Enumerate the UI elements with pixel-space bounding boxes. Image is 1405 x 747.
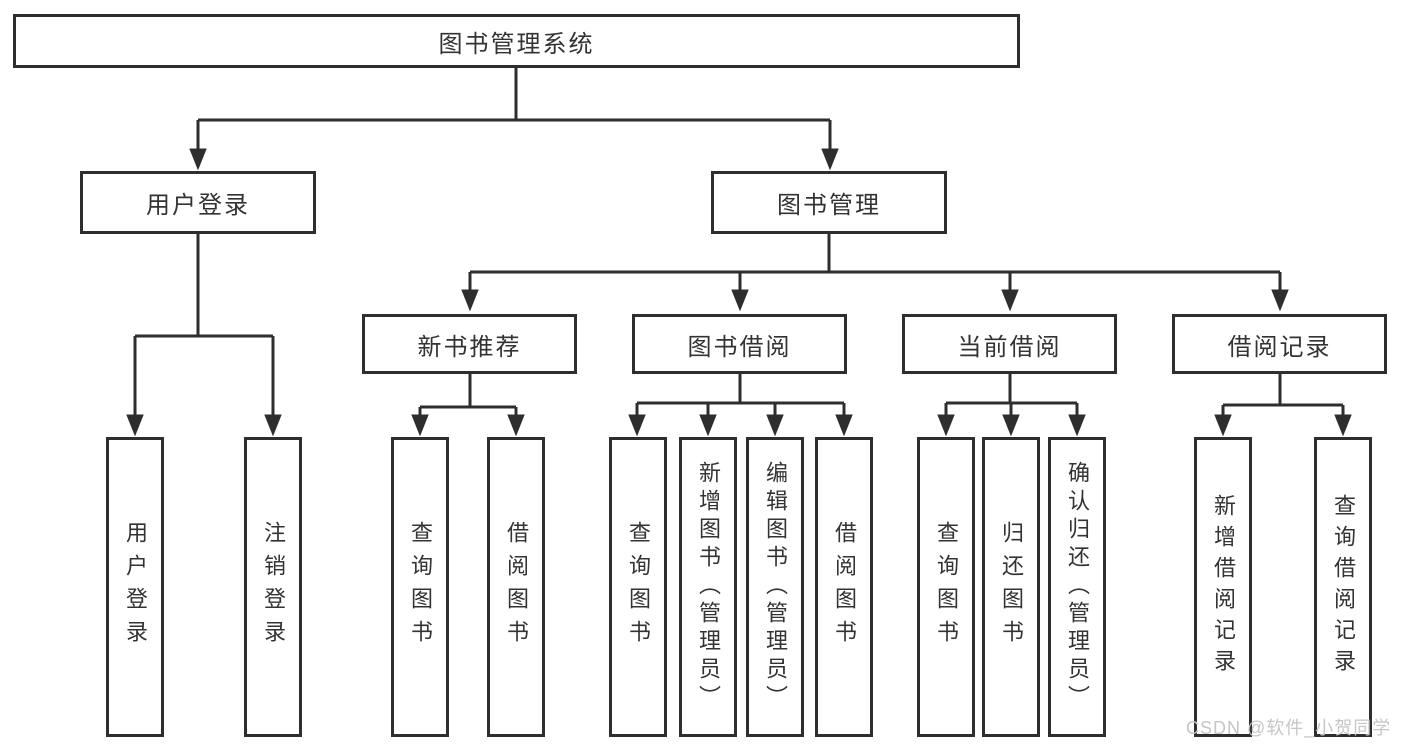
node-query-books-2-label: 查询图书 (626, 521, 651, 653)
node-confirm-return-admin-label: 确认归还（管理员） (1065, 461, 1090, 713)
node-query-books-2: 查询图书 (609, 437, 667, 737)
node-borrowing-records: 借阅记录 (1172, 314, 1387, 374)
node-book-management: 图书管理 (711, 171, 947, 234)
node-root: 图书管理系统 (13, 14, 1020, 68)
node-query-books-1: 查询图书 (391, 437, 449, 737)
node-edit-books-admin-label: 编辑图书（管理员） (763, 461, 788, 713)
edge-current-borrowing-to-leaves (937, 374, 1086, 437)
node-add-books-admin: 新增图书（管理员） (679, 437, 737, 737)
node-new-book-recommend: 新书推荐 (362, 314, 577, 374)
node-borrowing-records-label: 借阅记录 (1227, 333, 1332, 361)
node-book-borrowing: 图书借阅 (632, 314, 847, 374)
node-query-books-1-label: 查询图书 (408, 521, 433, 653)
node-user-login: 用户登录 (80, 171, 316, 234)
edge-book-borrowing-to-leaves (628, 374, 853, 437)
node-borrow-books-1: 借阅图书 (487, 437, 545, 737)
node-confirm-return-admin: 确认归还（管理员） (1048, 437, 1106, 737)
node-user-login-leaf-label: 用户登录 (123, 521, 148, 653)
node-query-borrow-record: 查询借阅记录 (1314, 437, 1372, 737)
node-new-book-recommend-label: 新书推荐 (417, 333, 522, 361)
node-add-borrow-record-label: 新增借阅记录 (1211, 494, 1236, 680)
node-root-label: 图书管理系统 (438, 30, 595, 58)
node-return-books: 归还图书 (982, 437, 1040, 737)
node-user-login-label: 用户登录 (146, 192, 250, 219)
node-logout-label: 注销登录 (261, 521, 286, 653)
edge-book-management-to-level3 (461, 234, 1289, 312)
node-add-books-admin-label: 新增图书（管理员） (696, 461, 721, 713)
node-borrow-books-2-label: 借阅图书 (832, 521, 857, 653)
node-logout: 注销登录 (244, 437, 302, 737)
node-add-borrow-record: 新增借阅记录 (1194, 437, 1252, 737)
edge-borrowing-records-to-leaves (1214, 374, 1352, 437)
node-book-management-label: 图书管理 (777, 192, 881, 219)
node-query-borrow-record-label: 查询借阅记录 (1331, 494, 1356, 680)
node-book-borrowing-label: 图书借阅 (687, 333, 792, 361)
node-current-borrowing-label: 当前借阅 (957, 333, 1062, 361)
node-user-login-leaf: 用户登录 (106, 437, 164, 737)
node-borrow-books-2: 借阅图书 (815, 437, 873, 737)
node-query-books-3-label: 查询图书 (934, 521, 959, 653)
watermark-text: CSDN @软件_小贺同学 (1186, 718, 1392, 738)
node-current-borrowing: 当前借阅 (902, 314, 1117, 374)
node-query-books-3: 查询图书 (917, 437, 975, 737)
node-edit-books-admin: 编辑图书（管理员） (746, 437, 804, 737)
node-borrow-books-1-label: 借阅图书 (504, 521, 529, 653)
node-return-books-label: 归还图书 (999, 521, 1024, 653)
edge-root-to-level2 (189, 68, 839, 171)
edge-new-book-recommend-to-leaves (411, 374, 525, 437)
edge-user-login-to-leaves (126, 234, 282, 437)
